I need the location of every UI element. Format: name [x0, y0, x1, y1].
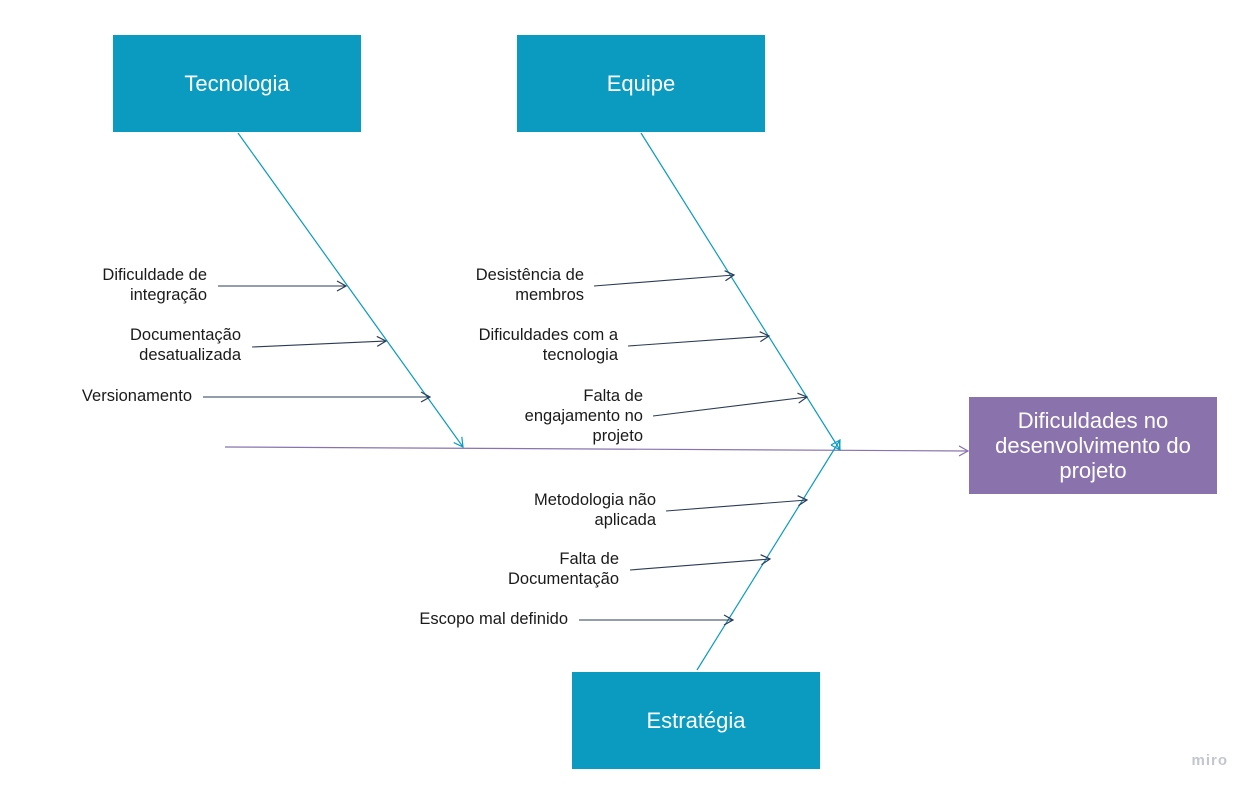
category-box-estrategia: Estratégia — [572, 672, 820, 769]
effect-box: Dificuldades no desenvolvimento do proje… — [969, 397, 1217, 494]
cause-line: Documentação — [130, 326, 241, 344]
cause-label-metodologia: Metodologia não aplicada — [534, 490, 656, 530]
effect-label: Dificuldades no desenvolvimento do proje… — [995, 408, 1191, 483]
cause-arrow-falta-engajamento — [652, 392, 809, 417]
cause-arrow-dificuldades-tecnologia — [627, 331, 771, 347]
cause-line: Dificuldade de — [102, 266, 207, 284]
cause-label-dificuldade-integracao: Dificuldade de integração — [102, 265, 207, 305]
cause-line: engajamento no — [524, 407, 643, 425]
cause-label-desistencia-membros: Desistência de membros — [476, 265, 584, 305]
cause-label-versionamento: Versionamento — [82, 386, 192, 406]
bone-estrategia — [696, 438, 841, 671]
cause-line: projeto — [592, 427, 643, 445]
cause-arrow-desistencia-membros — [593, 270, 736, 287]
cause-label-falta-engajamento: Falta de engajamento no projeto — [525, 386, 643, 446]
bone-tecnologia — [237, 132, 464, 449]
cause-arrow-metodologia — [665, 495, 809, 512]
cause-line: tecnologia — [542, 346, 618, 364]
cause-line: integração — [129, 286, 207, 304]
category-label-tecnologia: Tecnologia — [184, 71, 290, 96]
cause-line: Escopo mal definido — [419, 610, 568, 628]
effect-label-line-3: projeto — [1059, 458, 1127, 483]
cause-arrow-documentacao-desatualizada — [251, 335, 388, 348]
cause-line: membros — [515, 286, 584, 304]
cause-line: Versionamento — [81, 387, 192, 405]
cause-arrow-falta-documentacao — [629, 554, 772, 571]
cause-line: Falta de — [559, 550, 619, 568]
effect-label-line-1: Dificuldades no — [1017, 408, 1169, 433]
cause-label-falta-documentacao: Falta de Documentação — [508, 549, 619, 589]
cause-line: aplicada — [594, 511, 656, 529]
bone-equipe — [640, 132, 841, 452]
cause-line: Documentação — [508, 570, 619, 588]
spine-line — [224, 445, 970, 457]
cause-line: Metodologia não — [533, 491, 656, 509]
cause-label-escopo: Escopo mal definido — [419, 609, 568, 629]
cause-line: Dificuldades com a — [478, 326, 618, 344]
category-box-equipe: Equipe — [517, 35, 765, 132]
cause-line: desatualizada — [139, 346, 241, 364]
category-label-equipe: Equipe — [606, 71, 676, 96]
miro-watermark: miro — [1191, 752, 1228, 769]
cause-label-documentacao-desatualizada: Documentação desatualizada — [130, 325, 241, 365]
category-box-tecnologia: Tecnologia — [113, 35, 361, 132]
cause-line: Falta de — [583, 387, 643, 405]
cause-label-dificuldades-tecnologia: Dificuldades com a tecnologia — [479, 325, 618, 365]
cause-line: Desistência de — [475, 266, 584, 284]
effect-label-line-2: desenvolvimento do — [995, 433, 1191, 458]
category-label-estrategia: Estratégia — [646, 708, 746, 733]
